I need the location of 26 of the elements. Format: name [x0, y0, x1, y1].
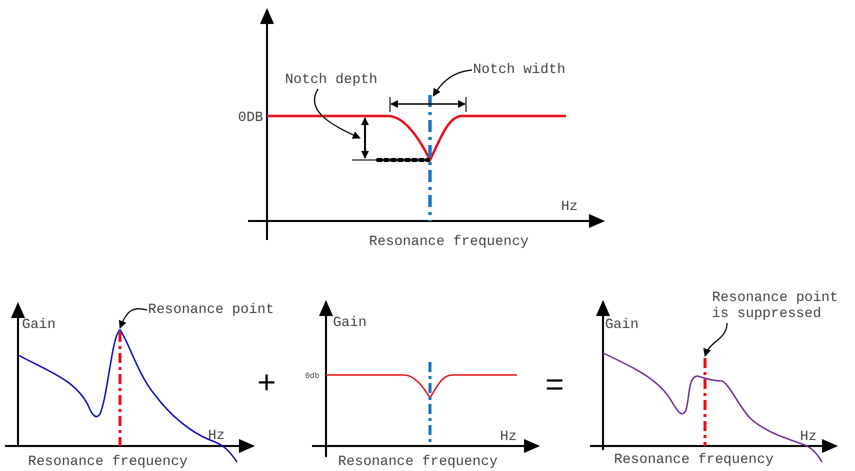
- tick-label: 0db: [305, 372, 320, 382]
- plus-sign: +: [257, 368, 276, 402]
- annotation-text: Notch width: [473, 62, 566, 78]
- dimension-line: [390, 96, 466, 112]
- annotation-text: Notch depth: [285, 72, 378, 88]
- axis-label: Hz: [561, 199, 578, 215]
- tick-label: 0DB: [238, 110, 264, 126]
- axis-label: Hz: [208, 428, 225, 444]
- axis-label: Hz: [500, 429, 517, 445]
- annotation-text: Resonance point: [148, 302, 274, 318]
- axis-label: Resonance frequency: [28, 454, 188, 470]
- leader-line: [704, 322, 728, 357]
- axis-label: Gain: [605, 317, 639, 333]
- axis-label: Resonance frequency: [369, 234, 529, 250]
- annotation-text: Resonance point is suppressed: [712, 290, 852, 322]
- axis-label: Gain: [333, 315, 367, 331]
- axis-label: Resonance frequency: [338, 454, 498, 470]
- axis-label: Hz: [800, 429, 817, 445]
- leader-line: [432, 69, 472, 97]
- axis-label: Resonance frequency: [614, 452, 774, 468]
- leader-line: [118, 308, 148, 329]
- equals-sign: =: [545, 370, 564, 404]
- leader-line: [314, 88, 361, 139]
- axis-label: Gain: [22, 317, 56, 333]
- dimension-line: [361, 117, 369, 159]
- resonance-line: [704, 358, 706, 446]
